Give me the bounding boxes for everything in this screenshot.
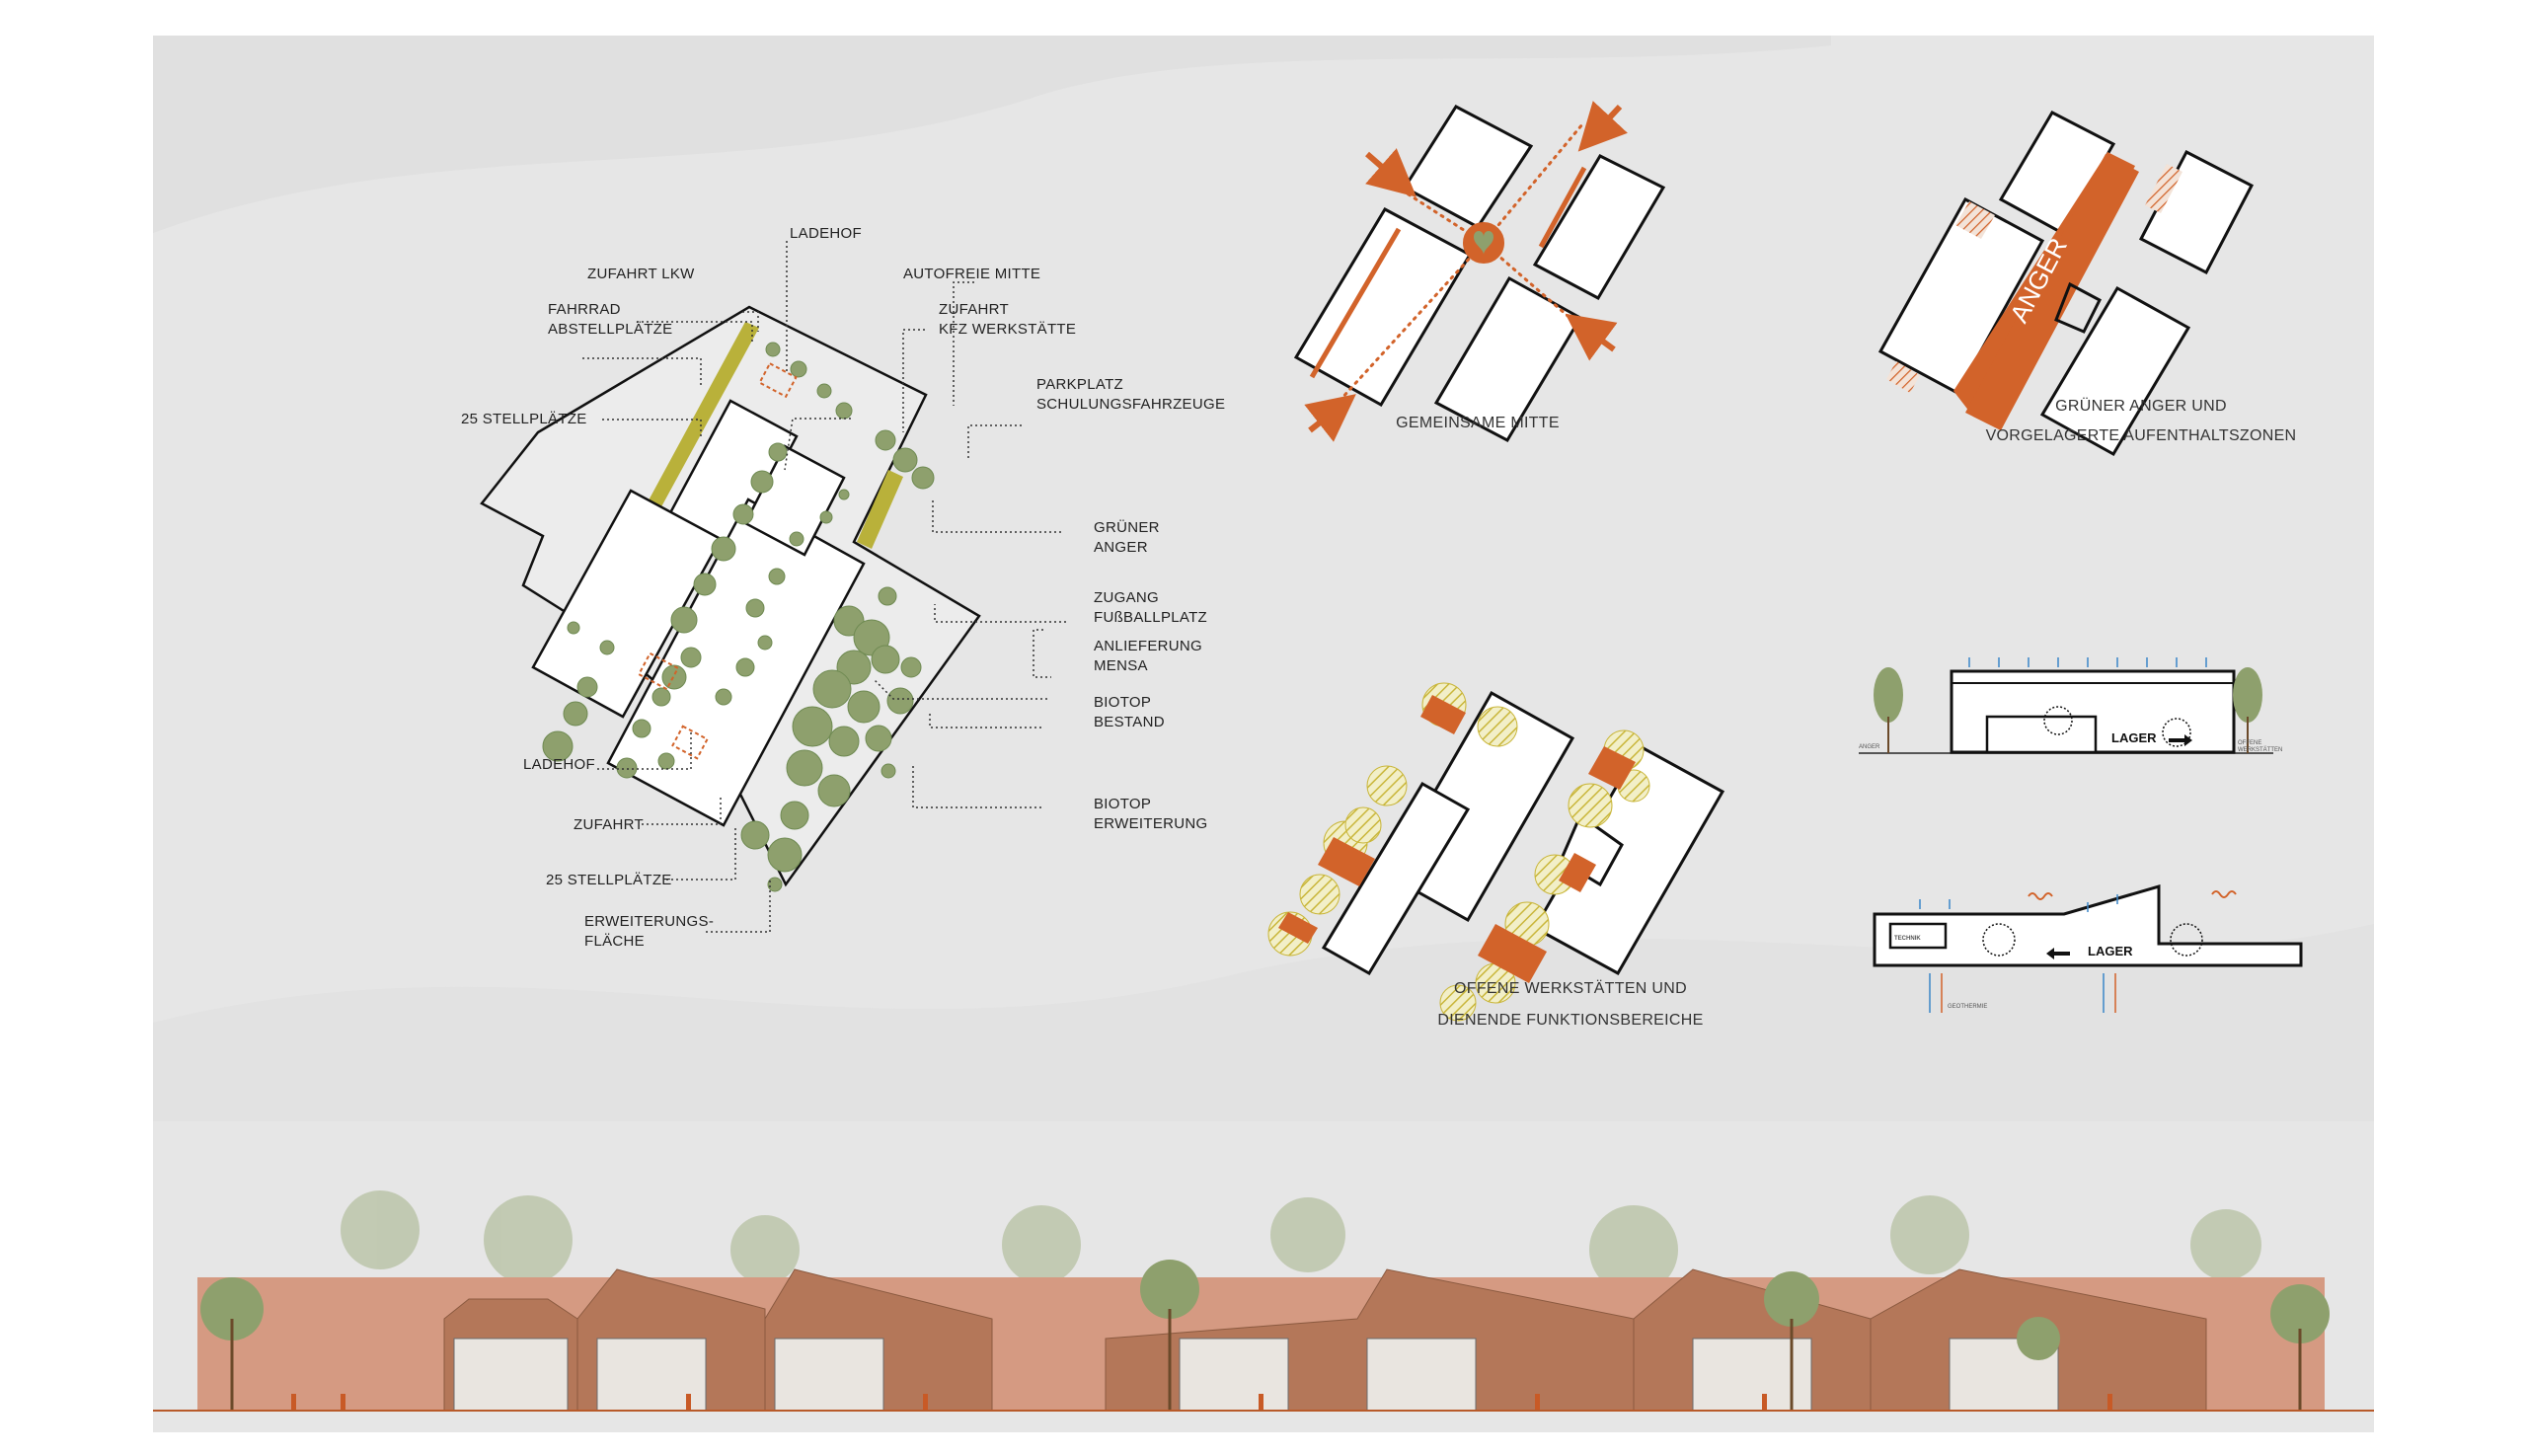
- section-bottom-lager: LAGER: [2088, 944, 2133, 958]
- label-ladehof-bottom: LADEHOF: [523, 756, 595, 773]
- section-bottom-geothermie: GEOTHERMIE: [1948, 1004, 1987, 1010]
- label-stellplaetze-bottom: 25 STELLPLÄTZE: [546, 872, 672, 888]
- caption-anger-2: VORGELAGERTE AUFENTHALTSZONEN: [1986, 427, 2297, 444]
- site-trees: [542, 342, 935, 892]
- label-flaeche: FLÄCHE: [584, 933, 645, 950]
- label-fahrrad: FAHRRAD: [548, 301, 621, 318]
- label-biotop-erw-2: ERWEITERUNG: [1094, 815, 1208, 832]
- label-mensa: MENSA: [1094, 657, 1148, 674]
- leader-lines: [582, 241, 1066, 933]
- site-ladehof-marks: [637, 361, 798, 760]
- section-bottom-technik: TECHNIK: [1894, 936, 1921, 942]
- section-bottom: TECHNIK LAGER GEOTHERMIE: [1873, 884, 2303, 1013]
- label-biotop-bestand-1: BIOTOP: [1094, 694, 1151, 711]
- section-top-werkstaetten-2: WERKSTÄTTEN: [2238, 746, 2282, 753]
- diagram-gemeinsame-mitte: GEMEINSAME MITTE: [1293, 101, 1666, 442]
- anger-band-main: [1965, 154, 2139, 430]
- label-abstellplaetze: ABSTELLPLÄTZE: [548, 321, 672, 338]
- caption-werkstaetten-2: DIENENDE FUNKTIONSBEREICHE: [1437, 1012, 1703, 1029]
- label-erweiterungs: ERWEITERUNGS-: [584, 913, 714, 930]
- building-b: [531, 489, 723, 719]
- building-d: [743, 444, 846, 557]
- building-c: [606, 498, 866, 827]
- label-biotop-erw-1: BIOTOP: [1094, 796, 1151, 812]
- label-stellplaetze-top: 25 STELLPLÄTZE: [461, 411, 587, 427]
- caption-werkstaetten-1: OFFENE WERKSTÄTTEN UND: [1454, 979, 1687, 997]
- elevation: [153, 1190, 2374, 1412]
- sky-clouds: [153, 36, 2374, 1121]
- section-top-werkstaetten-1: OFFENE: [2238, 740, 2261, 746]
- label-ladehof-top: LADEHOF: [790, 225, 862, 242]
- section-top: LAGER ANGER OFFENE WERKSTÄTTEN: [1859, 657, 2282, 754]
- label-zufahrt-kfz: ZUFAHRT: [939, 301, 1009, 318]
- label-gruener: GRÜNER: [1094, 518, 1160, 536]
- caption-anger-1: GRÜNER ANGER UND: [2055, 397, 2227, 415]
- diagram-werkstaetten: OFFENE WERKSTÄTTEN UND DIENENDE FUNKTION…: [1267, 682, 1725, 1029]
- label-parkplatz: PARKPLATZ: [1036, 376, 1123, 393]
- label-fussballplatz: FUßBALLPLATZ: [1094, 609, 1207, 626]
- label-zufahrt-lkw: ZUFAHRT LKW: [587, 266, 695, 282]
- section-top-anger-tag: ANGER: [1859, 744, 1880, 750]
- section-top-lager: LAGER: [2111, 730, 2157, 745]
- diagram-gruener-anger: ANGER GRÜNER ANGER UND VORGELAGERTE AUFE…: [1877, 111, 2297, 457]
- presentation-sheet: LADEHOF ZUFAHRT LKW AUTOFREIE MITTE FAHR…: [153, 36, 2374, 1432]
- label-anger: ANGER: [1094, 539, 1148, 556]
- label-zufahrt: ZUFAHRT: [574, 816, 644, 833]
- site-buildings: [531, 399, 866, 827]
- label-schulungsfahrzeuge: SCHULUNGSFAHRZEUGE: [1036, 396, 1225, 413]
- label-biotop-bestand-2: BESTAND: [1094, 714, 1165, 730]
- label-anlieferung: ANLIEFERUNG: [1094, 638, 1202, 654]
- caption-gemeinsame-mitte: GEMEINSAME MITTE: [1396, 415, 1560, 431]
- label-zugang: ZUGANG: [1094, 589, 1159, 606]
- site-plan: LADEHOF ZUFAHRT LKW AUTOFREIE MITTE FAHR…: [461, 225, 1225, 950]
- sheet-canvas: LADEHOF ZUFAHRT LKW AUTOFREIE MITTE FAHR…: [153, 36, 2374, 1412]
- label-kfz-werkstaette: KFZ WERKSTÄTTE: [939, 321, 1076, 338]
- label-autofreie-mitte: AUTOFREIE MITTE: [903, 266, 1040, 282]
